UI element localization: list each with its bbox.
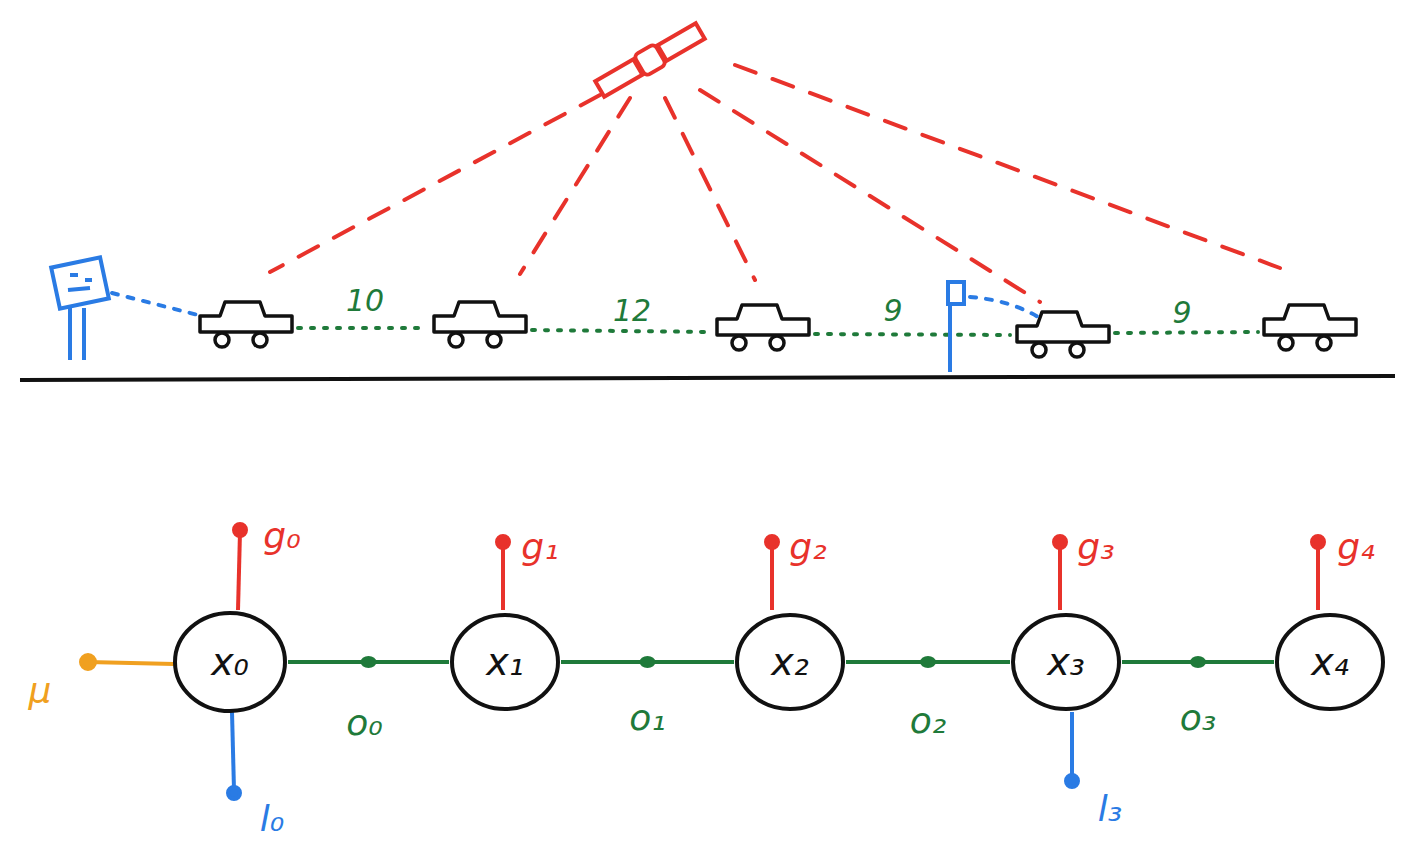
odometry-factor (561, 656, 734, 668)
distance-label: 12 (613, 293, 651, 328)
ground-line (20, 376, 1395, 380)
factor-label: g₁ (521, 526, 558, 567)
gps-rays (270, 65, 1280, 302)
variable-circle: x₄ (1274, 612, 1386, 712)
distance-label: 10 (346, 283, 384, 318)
factor-label: g₃ (1077, 526, 1114, 567)
odometry-factor (288, 656, 449, 668)
factor-label: g₄ (1337, 526, 1374, 567)
factor-label: l₀ (260, 798, 284, 839)
variable-circle: x₃ (1010, 612, 1122, 712)
distance-label: 9 (1172, 295, 1191, 330)
edge-label: o₀ (346, 702, 382, 743)
odometry-factor (1122, 656, 1274, 668)
edge-label: o₂ (910, 700, 946, 741)
variable-name: x₀ (211, 640, 249, 684)
landmark-post (948, 282, 1040, 372)
factor-label: g₂ (789, 526, 826, 567)
landmark-sign (51, 257, 198, 360)
distance-label: 9 (883, 293, 902, 328)
factor-label: g₀ (263, 515, 300, 556)
variable-circle: x₁ (449, 612, 561, 712)
variable-name: x₄ (1311, 640, 1349, 684)
prior-factor (81, 655, 174, 669)
factor-label: μ (29, 670, 52, 711)
gps-factors (234, 524, 1324, 610)
variable-name: x₁ (486, 640, 524, 684)
edge-label: o₁ (629, 697, 665, 738)
odometry-factor (846, 656, 1010, 668)
variable-name: x₃ (1047, 640, 1085, 684)
satellite-icon (594, 21, 706, 100)
variable-name: x₂ (771, 640, 809, 684)
factor-label: l₃ (1098, 788, 1122, 829)
variable-circle: x₀ (172, 610, 288, 714)
edge-label: o₃ (1180, 697, 1216, 738)
distance-lines (298, 328, 1258, 335)
variable-circle: x₂ (734, 612, 846, 712)
